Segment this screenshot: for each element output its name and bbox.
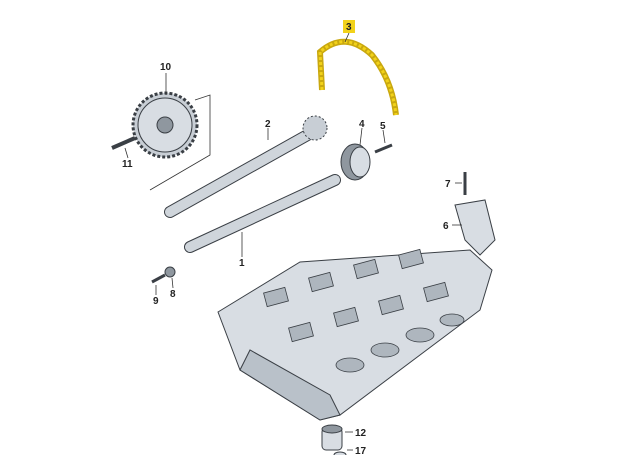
callout-2[interactable]: 2: [265, 119, 271, 130]
callout-4[interactable]: 4: [359, 119, 365, 130]
callout-12[interactable]: 12: [355, 428, 367, 439]
hydraulic-lifter: [321, 424, 343, 451]
callout-11[interactable]: 11: [122, 159, 133, 170]
part-17: [333, 451, 347, 455]
callout-9[interactable]: 9: [153, 296, 159, 307]
bolt-5: [374, 143, 393, 154]
callout-5[interactable]: 5: [380, 121, 386, 132]
seal-8: [164, 266, 176, 278]
intake-camshaft: [184, 174, 341, 253]
timing-chain: [316, 38, 399, 116]
cylinder-head: [217, 248, 493, 421]
callout-3[interactable]: 3: [346, 22, 352, 33]
tensioner: [454, 199, 496, 256]
camshaft-sprocket: [131, 91, 199, 159]
exhaust-camshaft: [164, 115, 328, 218]
bolt-11: [111, 136, 136, 150]
chain-guide-wheel: [340, 143, 371, 181]
callout-6[interactable]: 6: [443, 221, 449, 232]
callout-7[interactable]: 7: [445, 179, 451, 190]
callout-10[interactable]: 10: [160, 62, 172, 73]
callout-3-highlight: [343, 20, 355, 33]
callout-1[interactable]: 1: [239, 258, 245, 269]
callout-17[interactable]: 17: [355, 446, 367, 455]
bolt-9: [151, 273, 166, 284]
callout-8[interactable]: 8: [170, 289, 176, 300]
